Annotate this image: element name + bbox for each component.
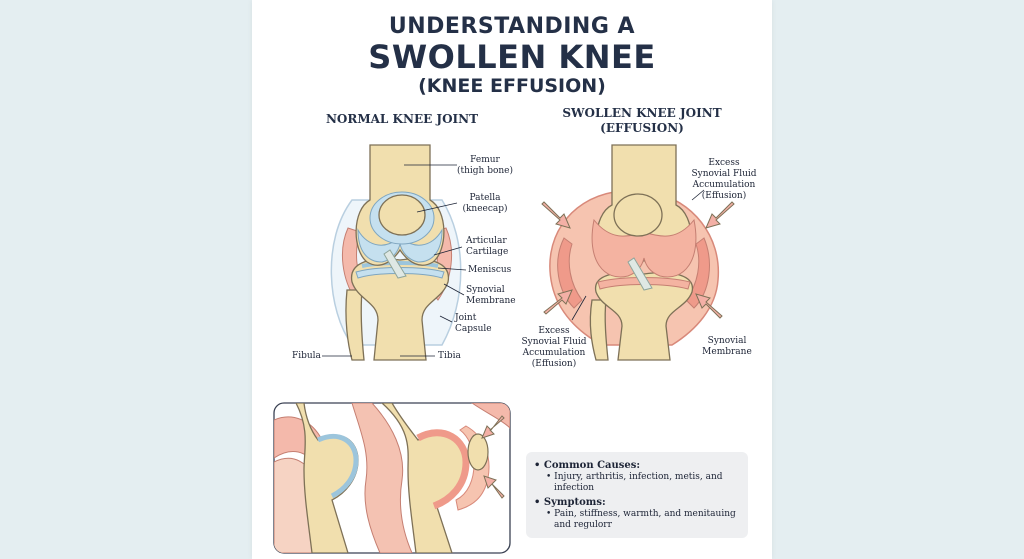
normal-ligament — [383, 249, 407, 279]
label-excess-top-line-1: Excess — [708, 158, 740, 168]
swollen-synovial-membrane — [557, 237, 583, 309]
swollen-heading-line-1: SWOLLEN KNEE JOINT — [562, 106, 722, 120]
label-capsule-line-2: Capsule — [455, 324, 492, 334]
label-excess-fluid-top: Excess Synovial Fluid Accumulation (Effu… — [680, 158, 768, 202]
normal-meniscus — [361, 261, 439, 268]
label-femur-line-1: Femur — [470, 155, 500, 165]
label-excess-bottom-line-1: Excess — [538, 326, 570, 336]
label-patella-line-1: Patella — [469, 193, 501, 203]
symptoms-line-1-text: Pain, stiffness, warmth, and menitauing — [554, 509, 736, 519]
swollen-synovial-membrane-right — [685, 237, 710, 309]
label-meniscus: Meniscus — [468, 265, 512, 275]
label-excess-fluid-bottom: Excess Synovial Fluid Accumulation (Effu… — [506, 326, 602, 370]
swollen-ligament — [627, 257, 653, 291]
label-excess-bottom-line-3: Accumulation — [522, 348, 586, 358]
causes-line-1: • Injury, arthritis, infection, metis, a… — [546, 472, 723, 482]
symptoms-heading-text: Symptoms: — [543, 497, 606, 508]
swollen-heading-line-2: (EFFUSION) — [600, 121, 684, 135]
comparison-inset — [273, 402, 511, 554]
label-capsule-line-1: Joint — [455, 313, 477, 323]
symptoms-heading: • Symptoms: — [534, 497, 606, 508]
normal-patella — [378, 194, 426, 236]
title-line-1: UNDERSTANDING A — [388, 14, 636, 39]
swollen-arrows — [541, 201, 735, 319]
label-femur-line-2: (thigh bone) — [456, 166, 514, 176]
label-synovial-line-2: Membrane — [466, 296, 516, 306]
causes-text: • Injury, arthritis, infection, metis, a… — [546, 472, 746, 494]
symptoms-text: • Pain, stiffness, warmth, and menitauin… — [546, 509, 746, 531]
label-patella: Patella (kneecap) — [448, 193, 522, 215]
knee-illustrations — [273, 144, 735, 554]
causes-line-2: infection — [554, 483, 595, 493]
swollen-leader-lines — [571, 189, 705, 321]
swollen-patella — [613, 193, 663, 237]
symptoms-line-1: • Pain, stiffness, warmth, and menitauin… — [546, 509, 736, 519]
label-articular-line-1: Articular — [466, 236, 507, 246]
normal-leader-lines — [322, 164, 467, 357]
title-line-3: (KNEE EFFUSION) — [418, 75, 606, 97]
label-patella-line-2: (kneecap) — [462, 204, 508, 214]
normal-knee-heading: NORMAL KNEE JOINT — [325, 112, 479, 126]
label-joint-capsule: Joint Capsule — [455, 313, 515, 335]
title-line-2: SWOLLEN KNEE — [368, 38, 656, 76]
causes-line-1-text: Injury, arthritis, infection, metis, and — [554, 472, 723, 482]
swollen-knee-illustration — [541, 144, 735, 361]
label-swollen-synovial-line-1: Synovial — [707, 336, 747, 346]
label-femur: Femur (thigh bone) — [448, 155, 522, 177]
label-articular-line-2: Cartilage — [466, 247, 509, 257]
infographic-page: UNDERSTANDING A SWOLLEN KNEE (KNEE EFFUS… — [252, 0, 772, 559]
label-synovial-membrane: Synovial Membrane — [466, 285, 536, 307]
label-excess-top-line-4: (Effusion) — [701, 191, 747, 201]
normal-knee-illustration — [322, 144, 467, 361]
label-swollen-synovial-line-2: Membrane — [702, 347, 752, 357]
label-articular-cartilage: Articular Cartilage — [466, 236, 536, 258]
label-excess-top-line-2: Synovial Fluid — [691, 169, 757, 179]
symptoms-line-2: and regulorr — [554, 520, 612, 530]
label-swollen-synovial-membrane: Synovial Membrane — [692, 336, 762, 358]
label-fibula: Fibula — [292, 351, 321, 361]
causes-heading-text: Common Causes: — [543, 460, 641, 471]
label-tibia: Tibia — [438, 351, 461, 361]
causes-heading: • Common Causes: — [534, 460, 641, 471]
swollen-fibula — [589, 299, 609, 361]
label-synovial-line-1: Synovial — [466, 285, 505, 295]
label-excess-bottom-line-4: (Effusion) — [531, 359, 577, 369]
label-excess-top-line-3: Accumulation — [692, 180, 756, 190]
info-box: • Common Causes: • Injury, arthritis, in… — [526, 452, 748, 538]
normal-fibula — [345, 289, 365, 361]
swollen-knee-heading: SWOLLEN KNEE JOINT (EFFUSION) — [552, 106, 732, 136]
label-excess-bottom-line-2: Synovial Fluid — [521, 337, 587, 347]
